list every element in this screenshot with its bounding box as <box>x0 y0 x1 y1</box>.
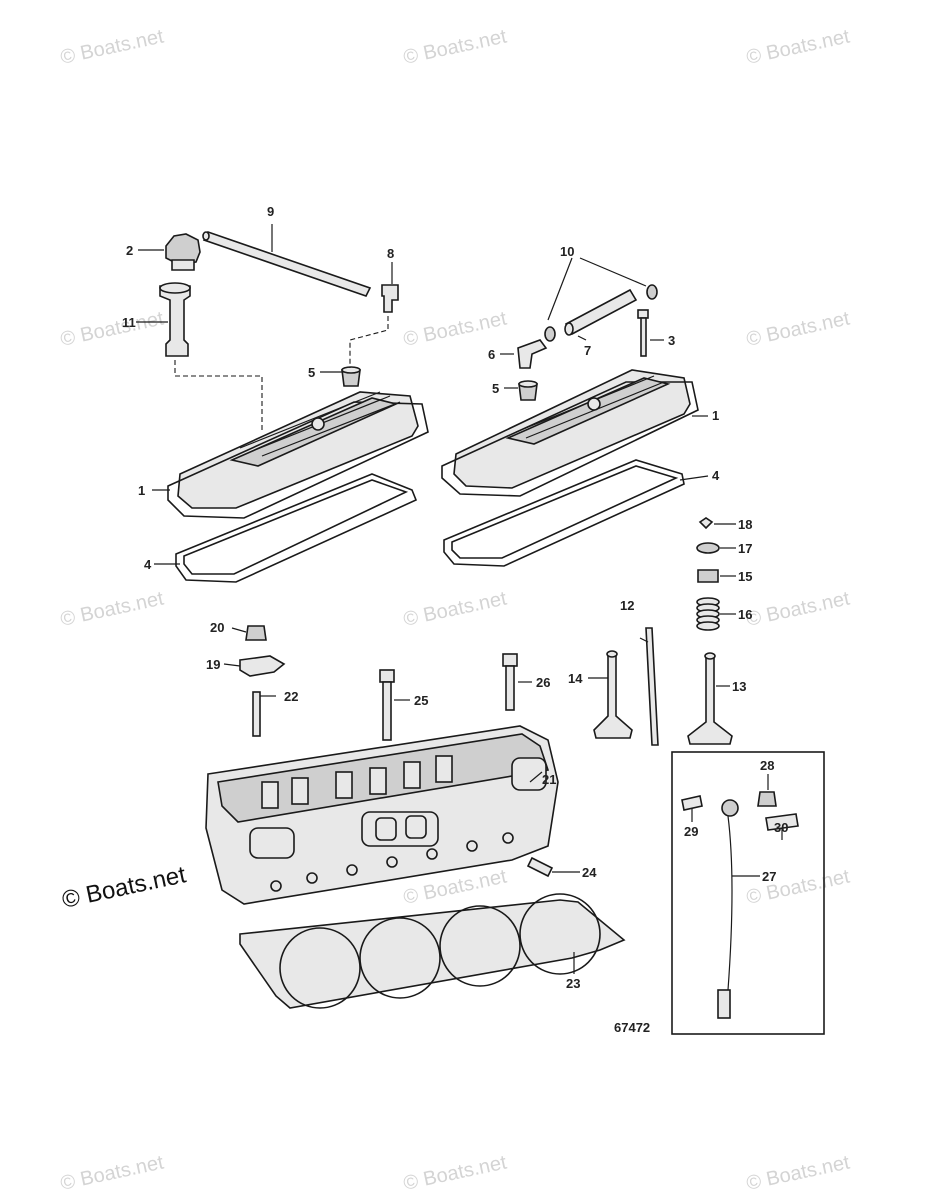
sensor-wire <box>727 815 733 991</box>
watermark: © Boats.net <box>401 25 509 68</box>
cylinder-head <box>205 725 559 905</box>
callout-label: 23 <box>566 976 580 991</box>
watermark-main: © Boats.net <box>60 861 189 914</box>
watermark: © Boats.net <box>401 307 509 350</box>
rocker-nut <box>245 625 267 641</box>
hose-clamp <box>544 326 556 342</box>
valve-springs-installed <box>261 755 453 809</box>
callout-label: 5 <box>308 365 315 380</box>
exhaust-valve <box>687 655 733 745</box>
callout-label: 5 <box>492 381 499 396</box>
stud-bolt <box>637 309 649 319</box>
watermark: © Boats.net <box>58 25 166 68</box>
callout-label: 18 <box>738 517 752 532</box>
watermarks: © Boats.net © Boats.net © Boats.net © Bo… <box>58 25 852 1194</box>
figure-number: 67472 <box>614 1020 650 1035</box>
leader-lines <box>136 224 783 974</box>
watermark: © Boats.net <box>744 1151 852 1194</box>
callout-label: 11 <box>122 315 136 330</box>
knock-sensor-box <box>671 751 825 1035</box>
valve-train <box>239 517 733 746</box>
callout-label: 28 <box>760 758 774 773</box>
callout-label: 20 <box>210 620 224 635</box>
pcv-hose <box>564 288 638 336</box>
knock-sensor <box>721 799 739 817</box>
callout-label: 3 <box>668 333 675 348</box>
sensor-nut <box>757 791 777 807</box>
valve-spring <box>696 597 720 631</box>
valve-seal <box>697 569 719 583</box>
watermark: © Boats.net <box>744 25 852 68</box>
rocker-stud <box>252 691 261 737</box>
valve-cover-gasket-left <box>175 473 418 583</box>
callout-label: 26 <box>536 675 550 690</box>
callout-label: 4 <box>712 468 720 483</box>
head-gasket <box>239 893 626 1009</box>
watermark: © Boats.net <box>744 307 852 350</box>
watermark: © Boats.net <box>744 587 852 630</box>
watermark: © Boats.net <box>58 307 166 350</box>
callout-label: 19 <box>206 657 220 672</box>
watermark: © Boats.net <box>744 865 852 908</box>
valve-cap <box>696 542 720 554</box>
sensor-bolt <box>765 813 799 831</box>
left-valve-cover-group <box>159 231 429 583</box>
callout-label: 2 <box>126 243 133 258</box>
oil-fill-tube <box>159 285 191 357</box>
callout-label: 16 <box>738 607 752 622</box>
head-bolt-short <box>526 856 554 878</box>
callout-label: 1 <box>138 483 145 498</box>
elbow-fitting <box>381 284 399 313</box>
callout-label: 14 <box>568 671 583 686</box>
hose-clamp <box>646 284 658 300</box>
pcv-elbow <box>517 339 548 369</box>
callout-label: 27 <box>762 869 776 884</box>
breather-tube <box>202 231 372 297</box>
callout-label: 24 <box>582 865 597 880</box>
callout-label: 21 <box>542 772 556 787</box>
callout-label: 6 <box>488 347 495 362</box>
callout-label: 8 <box>387 246 394 261</box>
head-bolt-long <box>502 653 518 667</box>
callout-label: 7 <box>584 343 591 358</box>
callout-label: 4 <box>144 557 152 572</box>
sensor-stud <box>681 795 703 811</box>
head-bolt-holes <box>270 832 514 892</box>
intake-valve <box>593 653 633 739</box>
callout-label: 10 <box>560 244 574 259</box>
callout-label: 17 <box>738 541 752 556</box>
callout-label: 22 <box>284 689 298 704</box>
watermark: © Boats.net <box>58 587 166 630</box>
valve-keeper <box>698 517 714 530</box>
rocker-arm <box>239 655 286 677</box>
callout-label: 30 <box>774 820 788 835</box>
callout-label: 15 <box>738 569 752 584</box>
callout-label: 1 <box>712 408 719 423</box>
head-bolt <box>379 669 395 683</box>
watermark: © Boats.net <box>401 1151 509 1194</box>
callout-label: 25 <box>414 693 428 708</box>
callout-label: 12 <box>620 598 634 613</box>
push-rod <box>645 627 659 746</box>
right-valve-cover-group <box>441 284 699 567</box>
valve-cover-gasket-right <box>443 459 685 567</box>
callout-labels: 1 1 2 3 4 4 5 5 6 7 8 9 10 11 12 13 14 1… <box>122 204 788 991</box>
callout-label: 9 <box>267 204 274 219</box>
callout-label: 29 <box>684 824 698 839</box>
watermark: © Boats.net <box>58 1151 166 1194</box>
oil-fill-cap <box>165 233 201 265</box>
watermark: © Boats.net <box>401 587 509 630</box>
callout-label: 13 <box>732 679 746 694</box>
